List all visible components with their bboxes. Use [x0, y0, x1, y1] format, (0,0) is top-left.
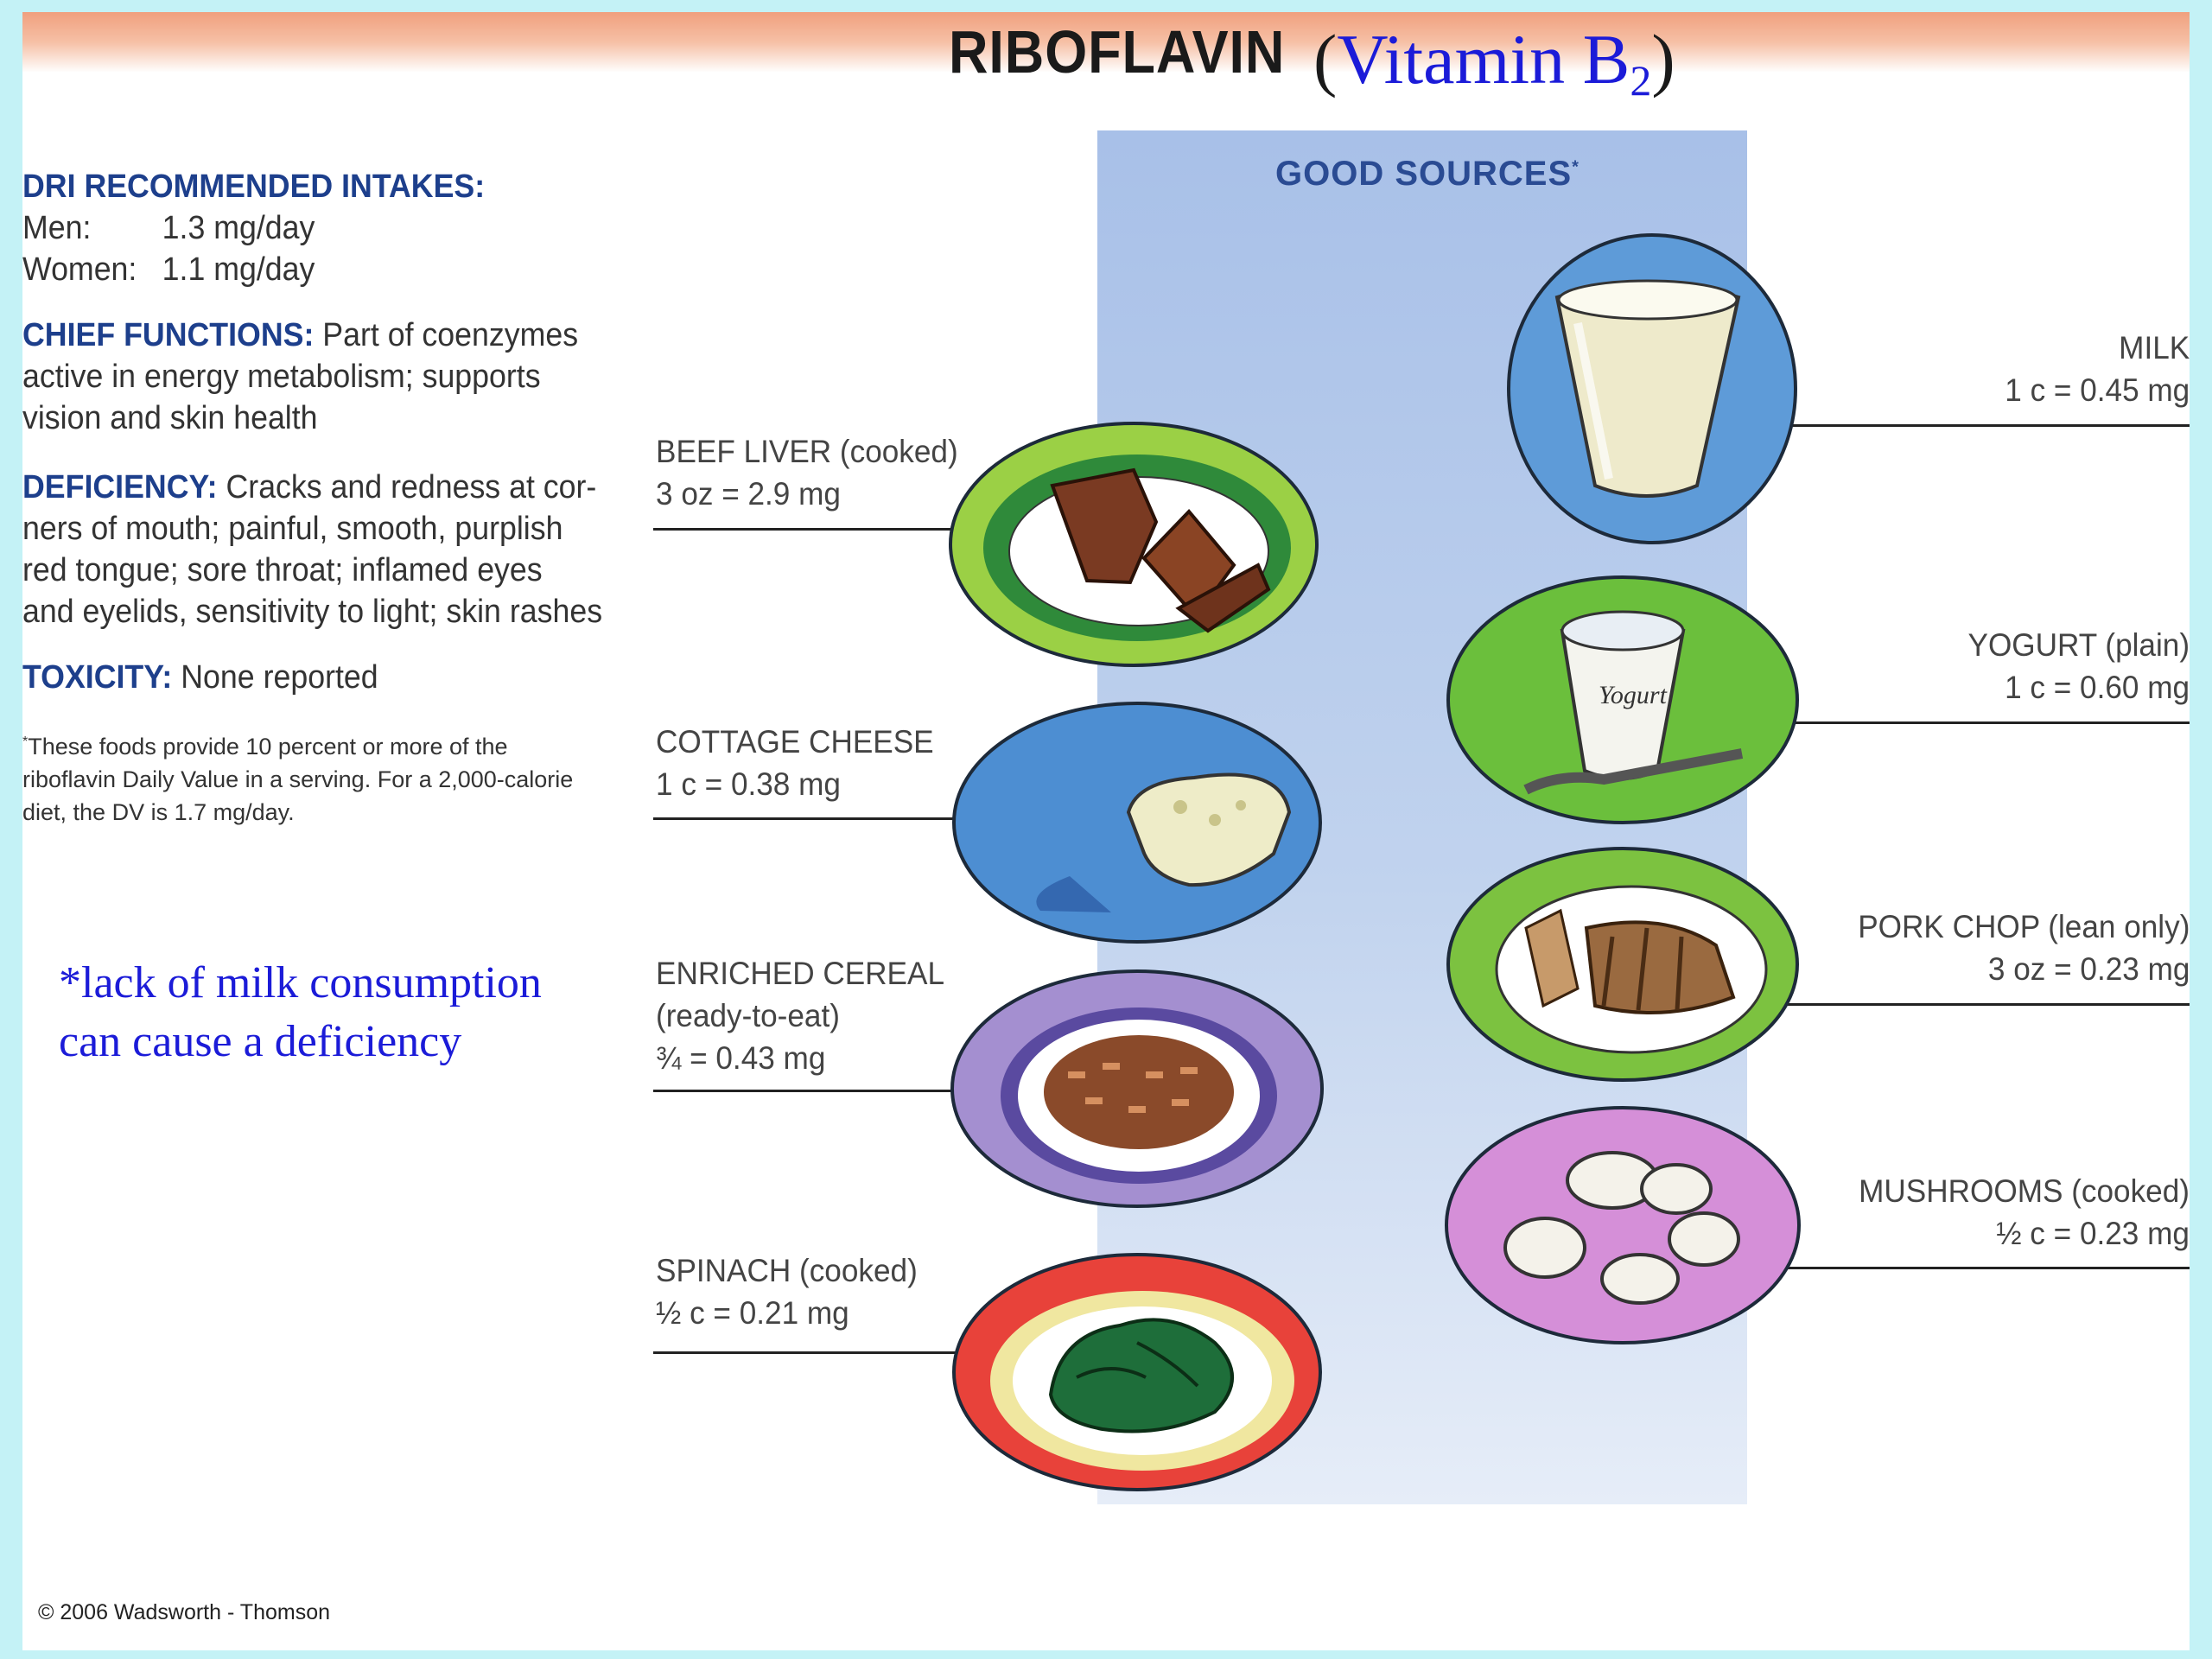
- footnote-line-1: *These foods provide 10 percent or more …: [22, 726, 645, 763]
- footnote-line-2: riboflavin Daily Value in a serving. For…: [22, 766, 574, 792]
- cottage-cheese-name: COTTAGE CHEESE: [656, 724, 934, 760]
- spinach-rule: [653, 1351, 1103, 1354]
- vitamin-subtitle: (Vitamin B2): [1313, 19, 1675, 105]
- dri-women-row: Women: 1.1 mg/day: [22, 249, 485, 290]
- toxicity-heading: TOXICITY:: [22, 659, 173, 696]
- mushrooms-image: [1445, 1106, 1801, 1344]
- cottage-cheese-amount: 1 c = 0.38 mg: [656, 766, 841, 802]
- mushrooms-rule: [1785, 1267, 2190, 1269]
- food-right-mushrooms: MUSHROOMS (cooked) ½ c = 0.23 mg: [1859, 1170, 2190, 1255]
- dri-men-label: Men:: [22, 210, 92, 246]
- milk-image: [1507, 233, 1797, 544]
- title-open-paren: (: [1313, 20, 1338, 99]
- copyright: © 2006 Wadsworth - Thomson: [38, 1600, 331, 1624]
- cereal-image: [950, 969, 1324, 1208]
- milk-deficiency-note: *lack of milk consumption can cause a de…: [59, 954, 542, 1071]
- good-sources-title-text: GOOD SOURCES: [1275, 155, 1573, 193]
- dri-women-label: Women:: [22, 251, 137, 288]
- toxicity-section: TOXICITY: None reported: [22, 657, 378, 698]
- title-band: [22, 12, 2190, 73]
- food-illustrations: Yogurt: [949, 233, 1801, 1491]
- yogurt-image: [1446, 575, 1799, 824]
- functions-line-1: CHIEF FUNCTIONS: Part of coenzymes: [22, 315, 578, 356]
- note-line-2: can cause a deficiency: [59, 1017, 462, 1066]
- yogurt-amount: 1 c = 0.60 mg: [2005, 670, 2190, 705]
- deficiency-line-1: DEFICIENCY: Cracks and redness at cor-: [22, 467, 602, 508]
- cereal-detail: (ready-to-eat): [656, 998, 840, 1033]
- food-right-yogurt: YOGURT (plain) 1 c = 0.60 mg: [1967, 624, 2190, 709]
- title-subscript: 2: [1630, 56, 1652, 105]
- title-vitamin-text: Vitamin B2: [1337, 20, 1651, 105]
- deficiency-heading: DEFICIENCY:: [22, 469, 218, 505]
- cottage-cheese-image: [952, 702, 1322, 944]
- dri-women-value: 1.1 mg/day: [162, 251, 315, 288]
- food-left-cottage-cheese: COTTAGE CHEESE 1 c = 0.38 mg: [656, 721, 934, 805]
- footnote: *These foods provide 10 percent or more …: [22, 726, 645, 829]
- deficiency-section: DEFICIENCY: Cracks and redness at cor- n…: [22, 467, 602, 632]
- dri-heading: DRI RECOMMENDED INTAKES:: [22, 168, 486, 205]
- beef-liver-name: BEEF LIVER (cooked): [656, 434, 958, 469]
- milk-rule: [1785, 424, 2190, 427]
- yogurt-name: YOGURT (plain): [1967, 627, 2190, 663]
- slide: RIBOFLAVIN (Vitamin B2) DRI RECOMMENDED …: [22, 12, 2190, 1650]
- food-left-cereal: ENRICHED CEREAL (ready-to-eat) ¾ = 0.43 …: [656, 952, 944, 1079]
- pork-chop-name: PORK CHOP (lean only): [1857, 909, 2190, 944]
- yogurt-cup-label: Yogurt: [1599, 681, 1668, 709]
- footnote-line-3: diet, the DV is 1.7 mg/day.: [22, 799, 295, 825]
- food-left-beef-liver: BEEF LIVER (cooked) 3 oz = 2.9 mg: [656, 430, 958, 515]
- beef-liver-image: [949, 422, 1319, 667]
- food-right-milk: MILK 1 c = 0.45 mg: [2005, 327, 2190, 411]
- yogurt-rule: [1785, 721, 2190, 724]
- functions-heading: CHIEF FUNCTIONS:: [22, 317, 315, 353]
- cereal-rule: [653, 1090, 1103, 1092]
- functions-line-2: active in energy metabolism; supports: [22, 359, 541, 395]
- dri-section: DRI RECOMMENDED INTAKES: Men:1.3 mg/day …: [22, 166, 485, 290]
- food-right-pork-chop: PORK CHOP (lean only) 3 oz = 0.23 mg: [1858, 906, 2190, 990]
- cereal-name: ENRICHED CEREAL: [656, 956, 944, 991]
- good-sources-mark: *: [1572, 157, 1580, 177]
- spinach-amount: ½ c = 0.21 mg: [656, 1295, 849, 1331]
- deficiency-text-1: Cracks and redness at cor-: [226, 469, 597, 505]
- pork-chop-image: [1446, 847, 1799, 1082]
- mushrooms-amount: ½ c = 0.23 mg: [1996, 1216, 2190, 1251]
- milk-amount: 1 c = 0.45 mg: [2005, 372, 2190, 408]
- cereal-amount: ¾ = 0.43 mg: [656, 1040, 826, 1076]
- food-left-spinach: SPINACH (cooked) ½ c = 0.21 mg: [656, 1249, 918, 1334]
- title-close-paren: ): [1651, 20, 1675, 99]
- footnote-mark: *: [22, 734, 29, 749]
- functions-line-3: vision and skin health: [22, 400, 318, 436]
- cottage-cheese-rule: [653, 817, 1103, 820]
- good-sources-title: GOOD SOURCES*: [1275, 155, 1580, 194]
- mushrooms-name: MUSHROOMS (cooked): [1859, 1173, 2190, 1209]
- beef-liver-rule: [653, 528, 1103, 531]
- functions-section: CHIEF FUNCTIONS: Part of coenzymes activ…: [22, 315, 578, 439]
- spinach-name: SPINACH (cooked): [656, 1253, 918, 1288]
- functions-text-1: Part of coenzymes: [322, 317, 579, 353]
- milk-name: MILK: [2118, 330, 2190, 365]
- deficiency-line-2: ners of mouth; painful, smooth, purplish: [22, 511, 563, 547]
- beef-liver-amount: 3 oz = 2.9 mg: [656, 476, 841, 512]
- dri-men-value: 1.3 mg/day: [162, 210, 315, 246]
- pork-chop-amount: 3 oz = 0.23 mg: [1987, 951, 2190, 987]
- toxicity-text: None reported: [181, 659, 378, 696]
- note-line-1: *lack of milk consumption: [59, 958, 542, 1007]
- pork-chop-rule: [1785, 1003, 2190, 1006]
- dri-men-row: Men: 1.3 mg/day: [22, 207, 485, 249]
- deficiency-line-3: red tongue; sore throat; inflamed eyes: [22, 552, 543, 588]
- spinach-image: [952, 1253, 1322, 1491]
- title-vitamin-name: Vitamin B: [1337, 20, 1630, 99]
- page-title: RIBOFLAVIN: [949, 18, 1286, 86]
- footnote-text-1: These foods provide 10 percent or more o…: [28, 734, 508, 760]
- deficiency-line-4: and eyelids, sensitivity to light; skin …: [22, 594, 603, 630]
